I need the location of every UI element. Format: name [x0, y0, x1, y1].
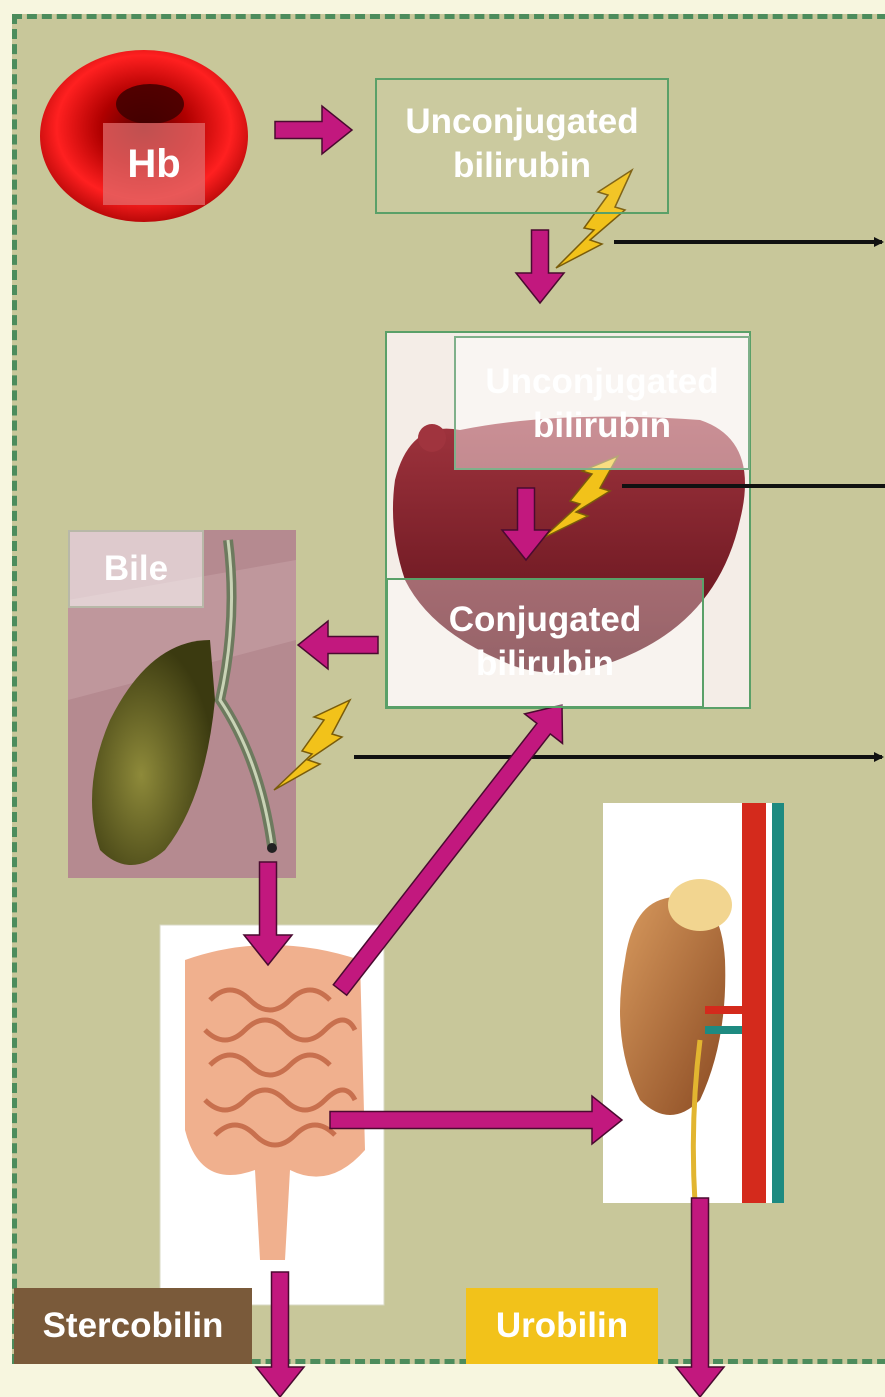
- bile-label: Bile: [68, 530, 204, 608]
- unconjugated-bilirubin-liver: Unconjugated bilirubin: [454, 336, 750, 470]
- conjugated-line1: Conjugated: [388, 598, 702, 642]
- urobilin-label: Urobilin: [466, 1288, 658, 1364]
- intestine-to-liver-arrow: [333, 705, 562, 995]
- kidney-icon: [603, 803, 784, 1203]
- unconjugated-top-line2: bilirubin: [377, 144, 667, 188]
- unconjugated-liver-line1: Unconjugated: [456, 360, 748, 404]
- hb-label: Hb: [103, 123, 205, 205]
- unconjugated-bilirubin-top: Unconjugated bilirubin: [375, 78, 669, 214]
- conjugated-bilirubin: Conjugated bilirubin: [386, 578, 704, 708]
- kidney-to-urine-arrow: [676, 1198, 724, 1397]
- conjugated-line2: bilirubin: [388, 642, 702, 686]
- unconjugated-liver-line2: bilirubin: [456, 404, 748, 448]
- unconjugated-top-line1: Unconjugated: [377, 100, 667, 144]
- liver-to-bile-arrow: [298, 621, 378, 669]
- stercobilin-label: Stercobilin: [14, 1288, 252, 1364]
- hb-to-unconjugated-arrow: [275, 106, 352, 154]
